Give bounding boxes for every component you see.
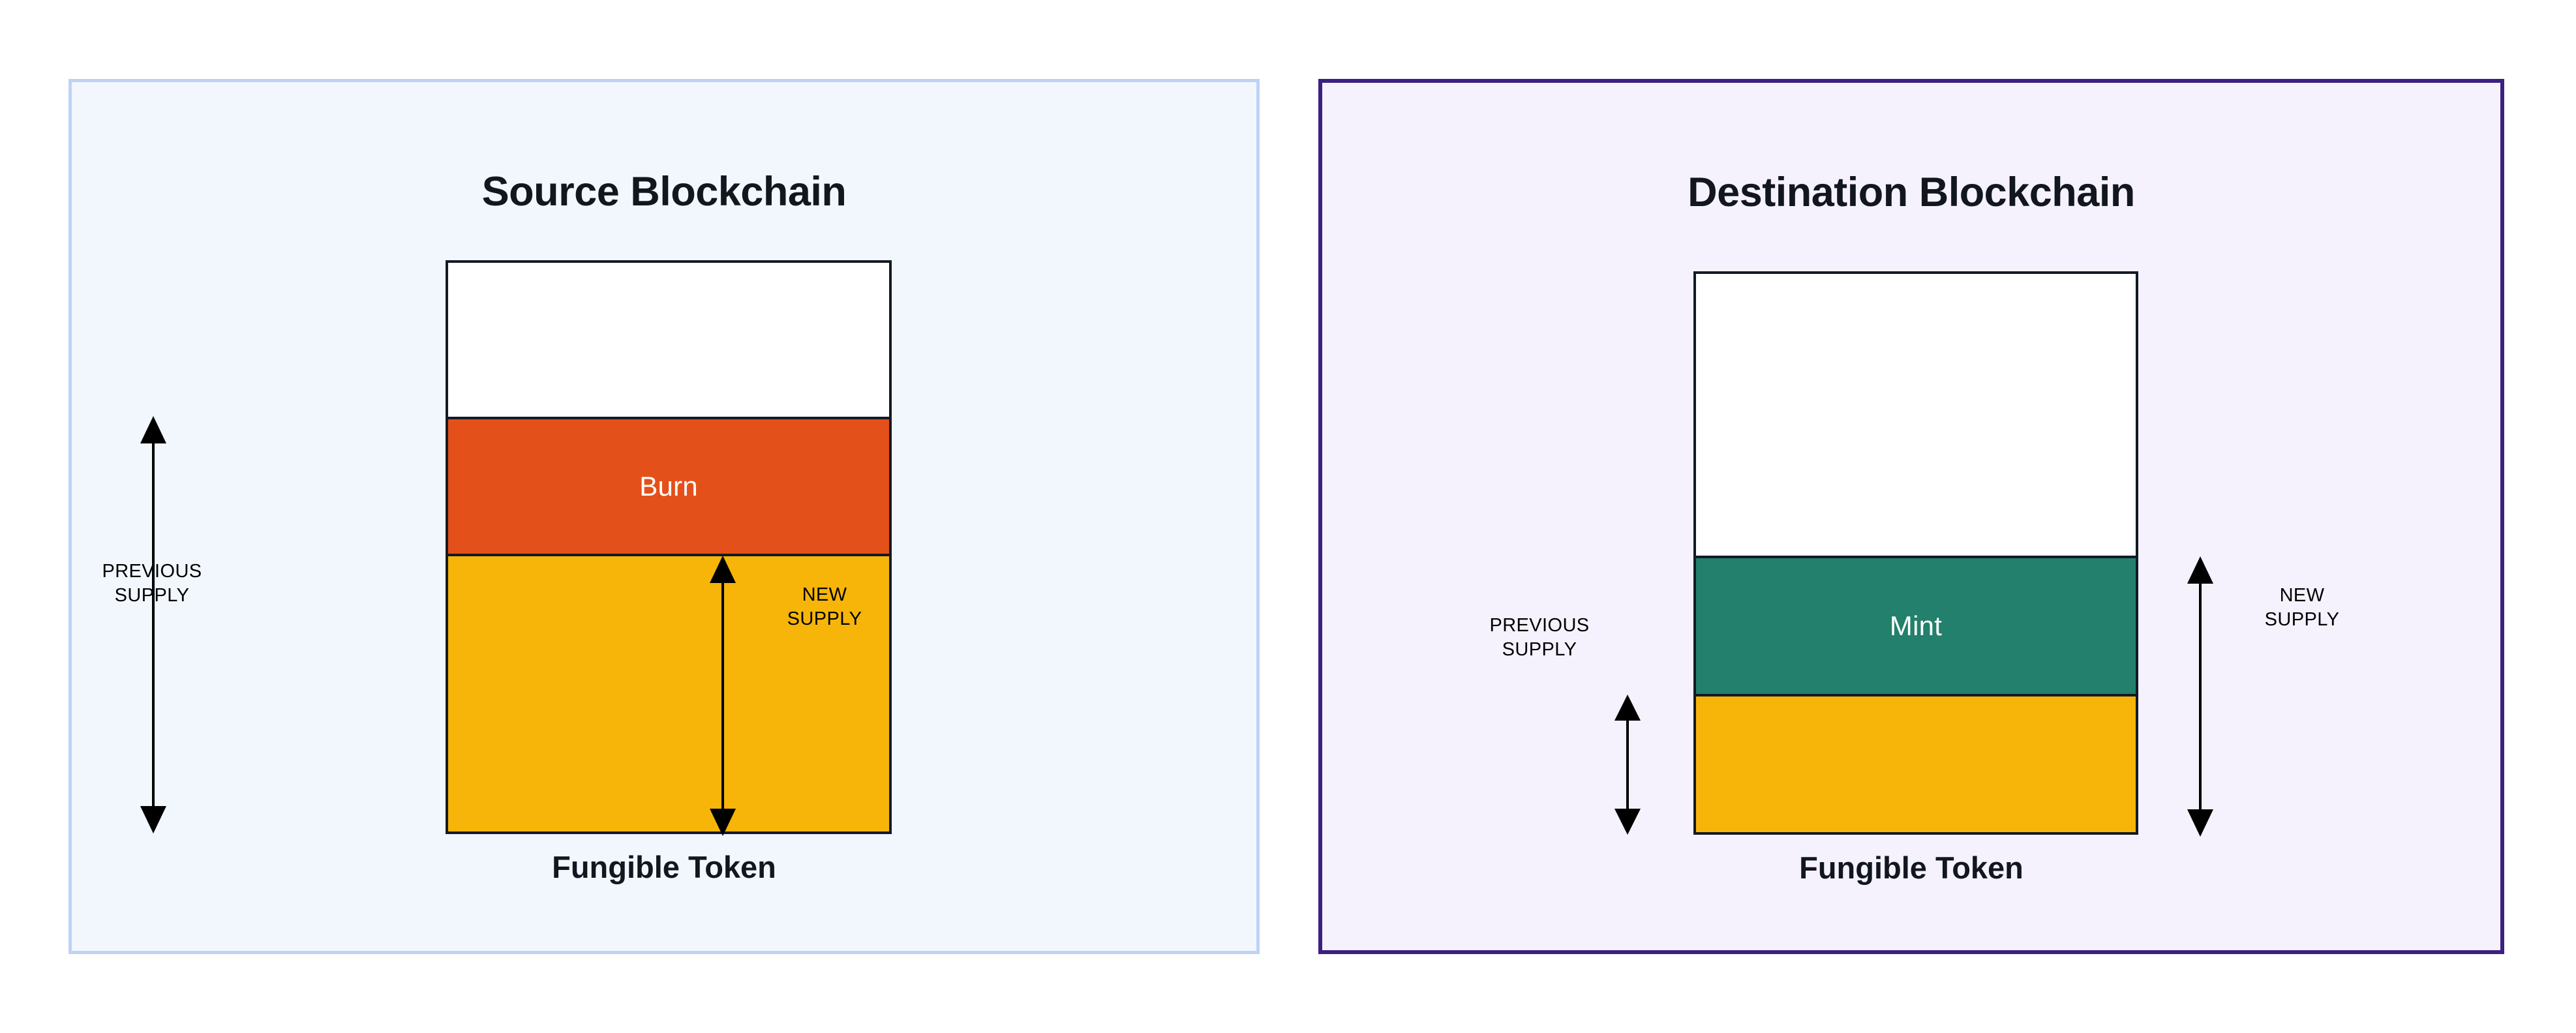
bar-segment-headroom-destination xyxy=(1696,274,2136,556)
panel-source-blockchain: Source Blockchain Burn PREVIOUS SUPPLY xyxy=(68,79,1260,954)
measure-arrow-previous-supply-destination xyxy=(1613,695,1642,835)
supply-bar-source: Burn xyxy=(446,260,892,834)
page-title-source: Source Blockchain xyxy=(481,169,847,215)
page-title-destination: Destination Blockchain xyxy=(1688,170,2135,216)
measure-label-new-supply-source: NEW SUPPLY xyxy=(787,584,862,630)
panel-destination-blockchain: Destination Blockchain Mint PREVIOUS SUP… xyxy=(1318,79,2504,954)
supply-bar-destination: Mint xyxy=(1693,271,2138,835)
panel-caption-destination: Fungible Token xyxy=(1799,850,2023,885)
bar-segment-mint: Mint xyxy=(1696,556,2136,696)
measure-label-new-supply-destination: NEW SUPPLY xyxy=(2264,585,2340,631)
bar-segment-remaining-supply-source xyxy=(448,556,889,831)
measure-label-previous-supply-destination: PREVIOUS SUPPLY xyxy=(1489,615,1590,661)
measure-arrow-new-supply-source xyxy=(708,556,737,836)
measure-arrow-previous-supply-source xyxy=(139,416,168,833)
bar-segment-burn: Burn xyxy=(448,417,889,556)
bar-segment-existing-supply-destination xyxy=(1696,696,2136,832)
measure-label-previous-supply-source: PREVIOUS SUPPLY xyxy=(102,561,202,606)
bar-segment-mint-label: Mint xyxy=(1889,610,1943,641)
panel-caption-source: Fungible Token xyxy=(552,850,776,884)
measure-arrow-new-supply-destination xyxy=(2186,556,2215,837)
bar-segment-burn-label: Burn xyxy=(639,471,698,502)
bar-segment-headroom-source xyxy=(448,263,889,417)
